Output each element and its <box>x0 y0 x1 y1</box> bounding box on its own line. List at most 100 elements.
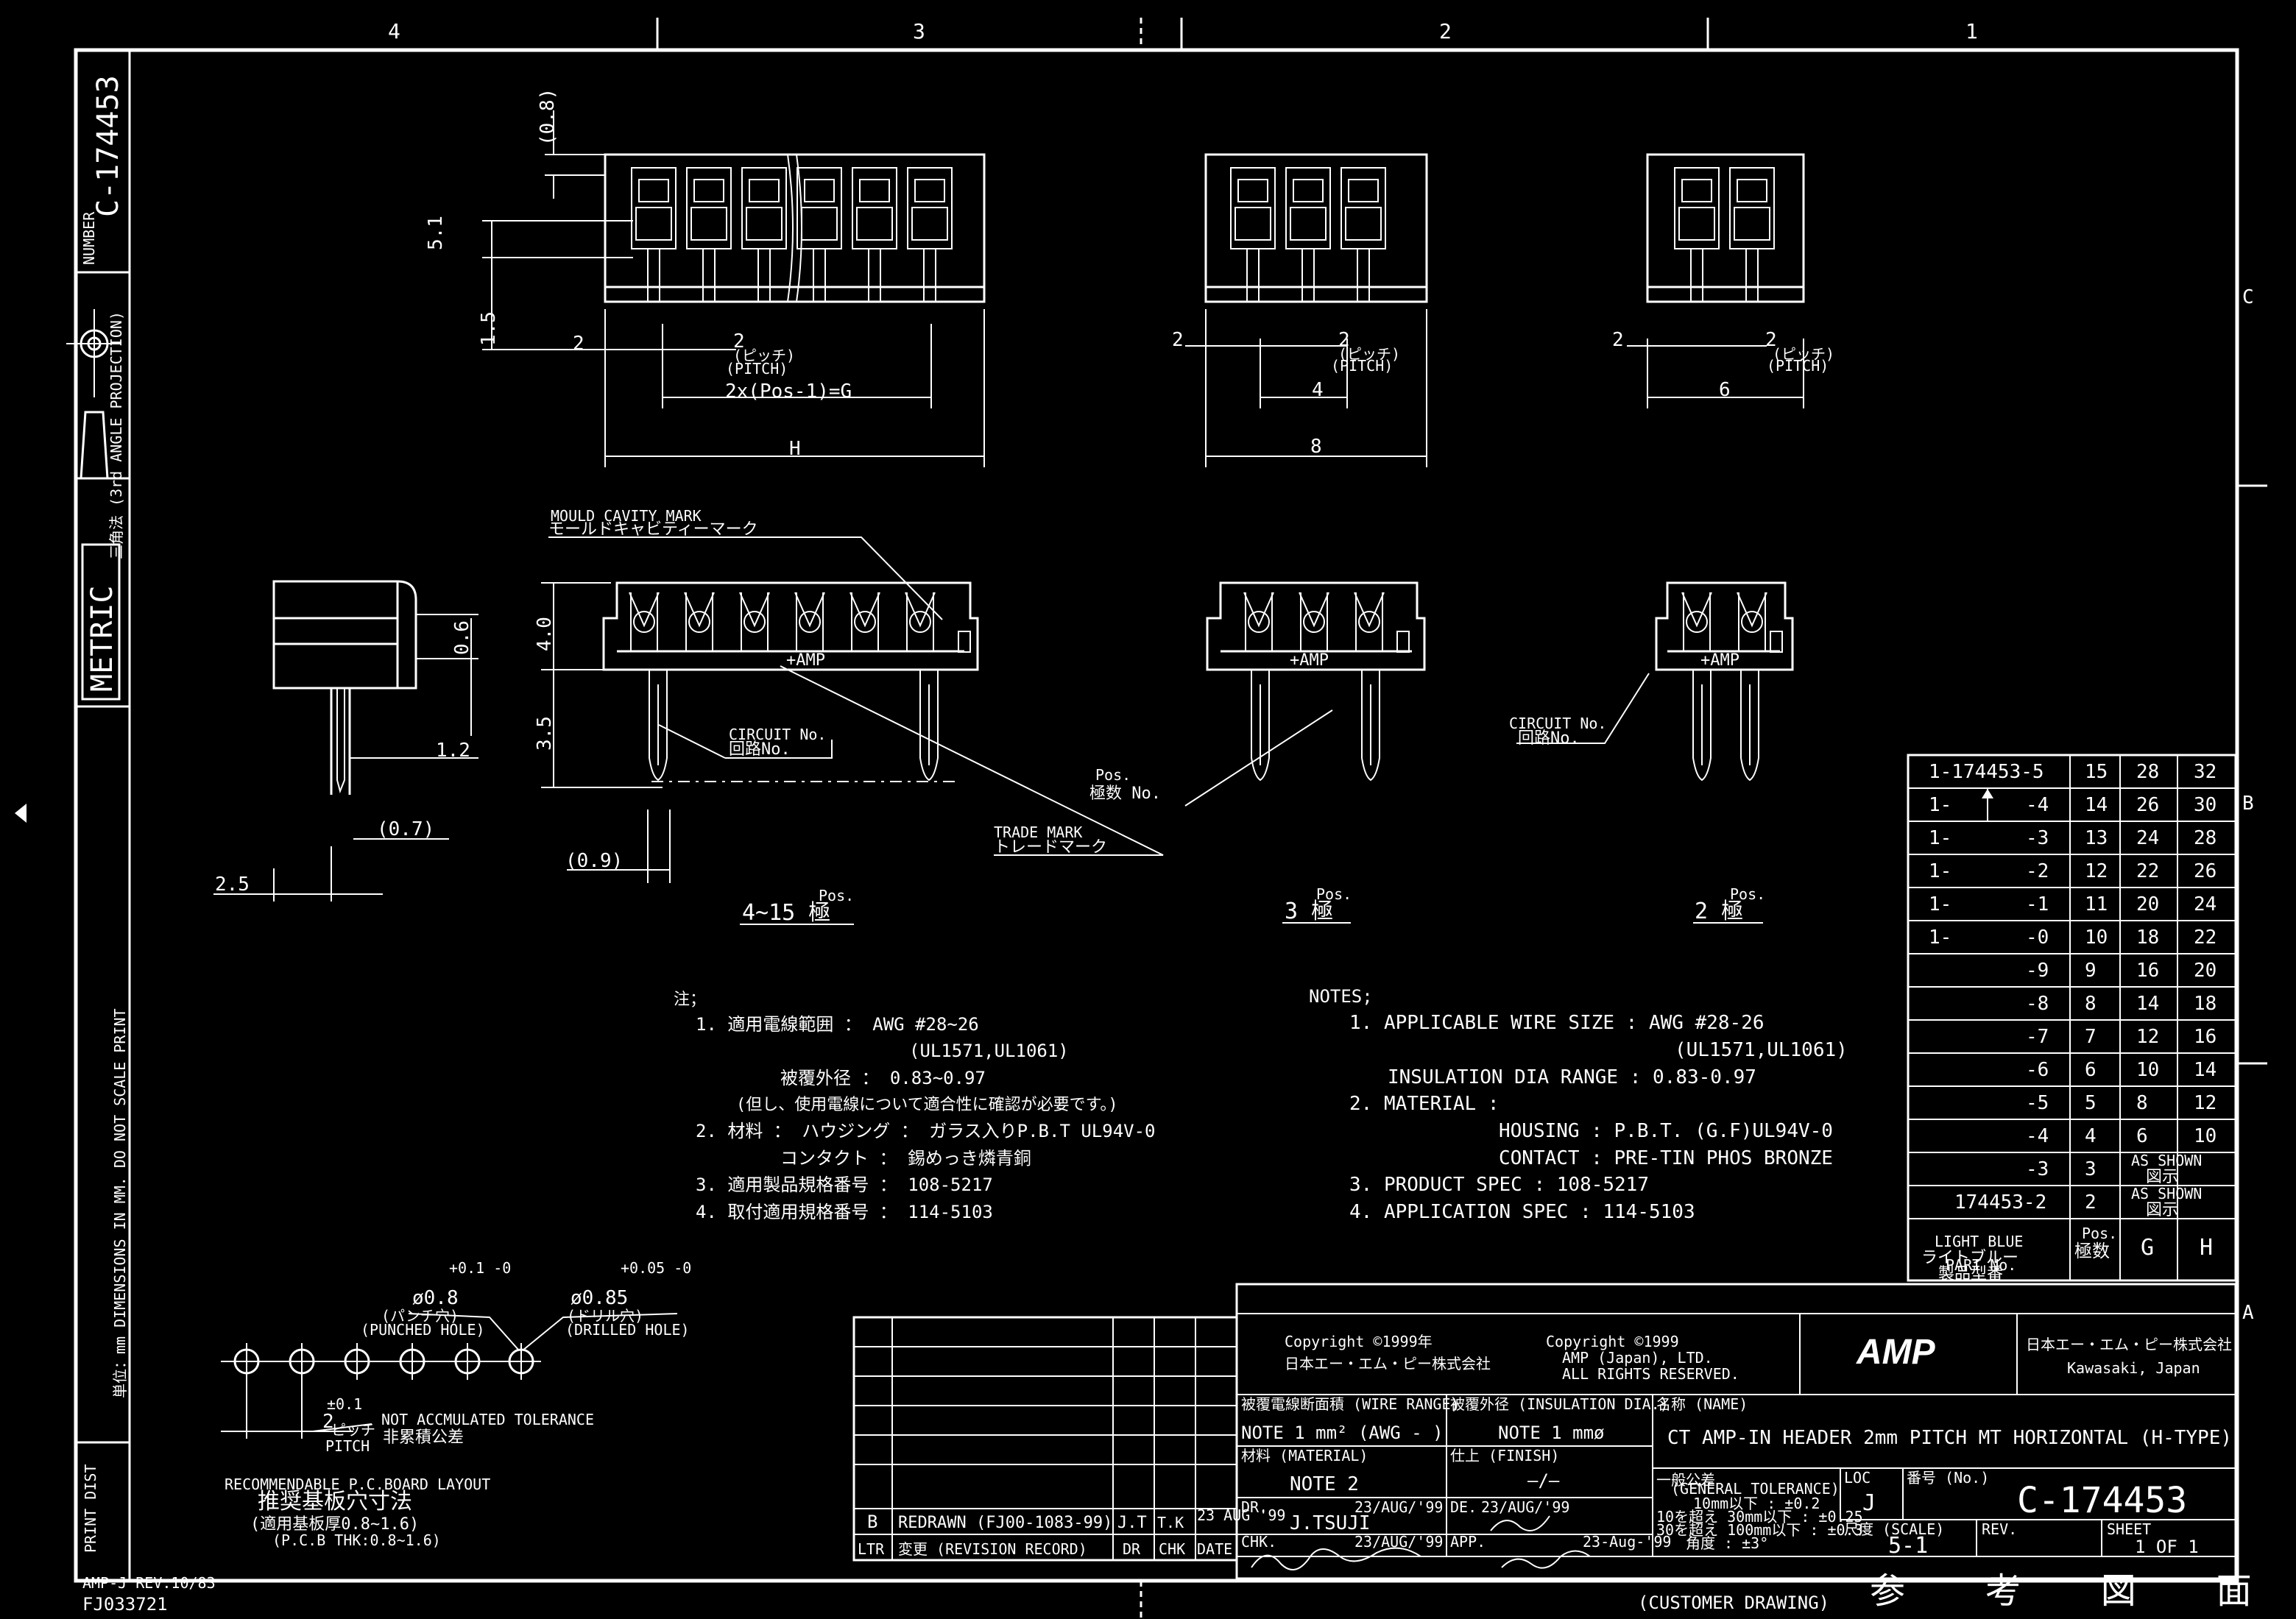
front-view-dimensions <box>541 582 957 883</box>
notes-en-line: 2. MATERIAL : <box>1349 1093 1500 1115</box>
reference-drawing-jp: 参 考 図 面 <box>1870 1570 2281 1612</box>
table-cell-dash: -1 <box>2026 893 2049 915</box>
zone-label-top: 1 <box>1965 19 1978 43</box>
zone-label-right: A <box>2242 1302 2254 1324</box>
front-view-3-pos <box>1206 581 1426 671</box>
copyright-en-sub1: AMP (Japan), LTD. <box>1562 1349 1713 1367</box>
pcb-not-accumulated-jp: 非累積公差 <box>383 1428 464 1447</box>
rev-label: REV. <box>1982 1520 2017 1538</box>
table-header-g: G <box>2141 1235 2154 1261</box>
contact-cells-3 <box>1230 167 1386 302</box>
checked-label: CHK. <box>1241 1533 1276 1551</box>
wire-range-label: 被覆電線断面積 (WIRE RANGE) <box>1241 1395 1460 1413</box>
dim-2-f: 2 <box>1765 329 1777 351</box>
drawing-number-vertical: C-174453 <box>91 75 125 217</box>
table-cell-dash: -8 <box>2026 993 2049 1015</box>
dim-h: H <box>789 438 801 460</box>
table-cell-h: 30 <box>2194 794 2216 816</box>
company-jp: 日本エー・エム・ピー株式会社 <box>2026 1336 2232 1353</box>
insulation-label: 被覆外径 (INSULATION DIA.) <box>1450 1395 1669 1413</box>
table-cell-h: 26 <box>2194 860 2216 882</box>
table-cell-part: 1-174453-5 <box>1929 761 2044 783</box>
scale-label: 尺度 (SCALE) <box>1844 1520 1944 1538</box>
top-view-dimensions <box>482 110 1804 467</box>
finish-label: 仕上 (FINISH) <box>1450 1447 1559 1464</box>
notes-en-line: CONTACT : PRE-TIN PHOS BRONZE <box>1499 1147 1833 1169</box>
revision-drawer: J.T <box>1117 1514 1147 1532</box>
dim-4-0: 4.0 <box>534 617 556 651</box>
contact-cell <box>1340 167 1386 302</box>
copyright-jp-sub: 日本エー・エム・ピー株式会社 <box>1285 1355 1491 1372</box>
dim-0-6: 0.6 <box>451 620 473 655</box>
pcb-dia-1: ø0.8 <box>412 1287 459 1309</box>
notes-jp-line: 4. 取付適用規格番号 ： 114-5103 <box>696 1202 993 1222</box>
contact-pin <box>1740 670 1759 782</box>
pitch-en-2: (PITCH) <box>1767 357 1829 375</box>
table-cell-as-shown: AS SHOWN <box>2131 1185 2202 1202</box>
dim-2-d: 2 <box>1338 329 1350 351</box>
front-view-2-pos <box>1655 581 1794 671</box>
wire-range-value: NOTE 1 mm² (AWG - ) <box>1241 1423 1444 1443</box>
table-cell-h: 10 <box>2194 1125 2216 1147</box>
table-header-pos-jp: 極数 <box>2074 1241 2110 1261</box>
notes-en-line: 1. APPLICABLE WIRE SIZE : AWG #28-26 <box>1349 1012 1765 1034</box>
table-cell-dash: -4 <box>2026 794 2049 816</box>
table-cell-dash: -9 <box>2026 960 2049 982</box>
table-cell-part: 1- <box>1929 893 1951 915</box>
side-view <box>213 580 478 901</box>
pcb-dia-2: ø0.85 <box>571 1287 628 1309</box>
mould-label-en: MOULD CAVITY MARK <box>551 507 702 525</box>
revision-record: REDRAWN (FJ00-1083-99) <box>898 1514 1112 1532</box>
front-contact <box>1299 592 1329 651</box>
dim-2-5: 2.5 <box>215 874 250 896</box>
table-cell-dash: -2 <box>2026 860 2049 882</box>
table-cell-part: 1- <box>1929 827 1951 849</box>
notes-en: NOTES; 1. APPLICABLE WIRE SIZE : AWG #28… <box>1309 986 1848 1223</box>
print-dist-label: PRINT DIST <box>82 1464 99 1553</box>
table-cell-g: 14 <box>2136 993 2159 1015</box>
revision-checker: T.K <box>1157 1514 1184 1531</box>
contact-cell <box>1729 167 1775 302</box>
notes-en-line: 4. APPLICATION SPEC : 114-5103 <box>1349 1201 1695 1223</box>
pcb-dia-2-jp: (ドリル穴) <box>567 1307 643 1325</box>
amp-mark: +AMP <box>786 651 825 670</box>
contact-pin <box>1251 670 1270 782</box>
table-cell-dash: -3 <box>2026 1158 2049 1180</box>
zone-label-right: B <box>2242 793 2254 815</box>
zone-label-top: 3 <box>913 19 925 43</box>
pcb-layout-sub-en: (P.C.B THK:0.8~1.6) <box>272 1531 441 1549</box>
table-cell-dash: -0 <box>2026 927 2049 949</box>
contact-cell <box>852 167 897 302</box>
front-contact <box>629 592 660 651</box>
pcb-hole <box>399 1343 425 1380</box>
sheet-value: 1 OF 1 <box>2135 1537 2199 1557</box>
signatures <box>1251 1515 1591 1570</box>
pcb-layout-sub-jp: (適用基板厚0.8~1.6) <box>250 1515 419 1534</box>
table-header-color-jp: ライトブルー <box>1921 1249 2018 1267</box>
table-cell-g: 10 <box>2136 1059 2159 1081</box>
dim-1-5: 1.5 <box>478 311 500 346</box>
top-view-3-pos <box>1204 153 1428 303</box>
table-cell-h: 16 <box>2194 1026 2216 1048</box>
scale-value: 5-1 <box>1888 1533 1928 1559</box>
view-title-3: 3 極 <box>1285 899 1333 924</box>
table-cell-part: 1- <box>1929 794 1951 816</box>
table-header-color: LIGHT BLUE <box>1935 1233 2023 1250</box>
table-cell-g: 28 <box>2136 761 2159 783</box>
dim-0-8: (0.8) <box>537 88 559 146</box>
drawn-name: J.TSUJI <box>1290 1512 1371 1534</box>
table-cell-pos: 8 <box>2085 993 2097 1015</box>
table-cell-g: 12 <box>2136 1026 2159 1048</box>
number-label: NUMBER <box>80 211 98 265</box>
contact-cell <box>1285 167 1331 302</box>
pcb-pitch-jp: ピッチ <box>331 1421 375 1439</box>
name-label: 名称 (NAME) <box>1656 1395 1748 1413</box>
table-cell-dash: -6 <box>2026 1059 2049 1081</box>
top-view-2-pos <box>1646 153 1805 303</box>
front-contact <box>1354 592 1385 651</box>
pcb-hole-row <box>221 1313 678 1439</box>
form-number: FJ033721 <box>82 1594 168 1615</box>
dim-4: 4 <box>1312 379 1324 401</box>
notes-en-line: HOUSING : P.B.T. (G.F)UL94V-0 <box>1499 1120 1833 1142</box>
table-cell-h: 22 <box>2194 927 2216 949</box>
